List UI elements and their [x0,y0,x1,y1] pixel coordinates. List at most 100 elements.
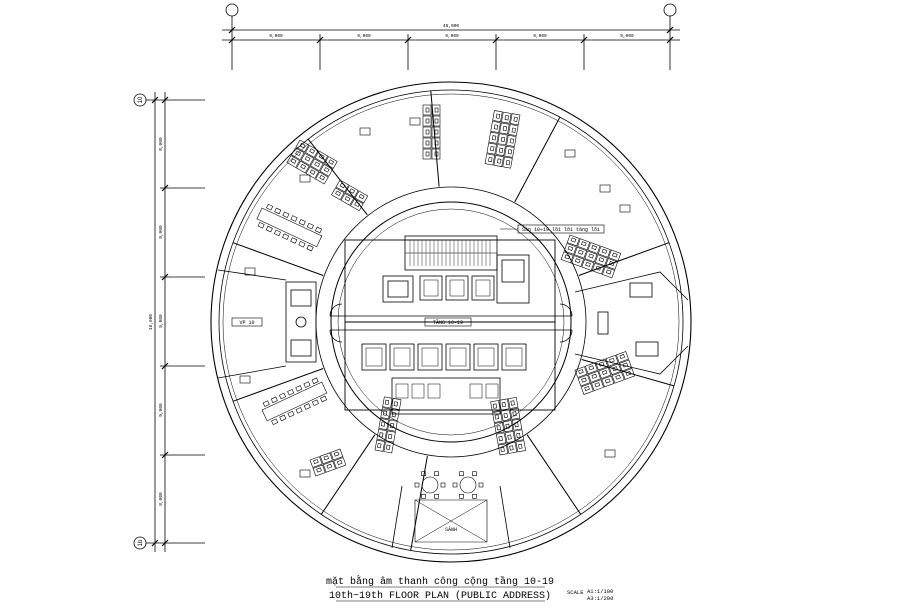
desk [571,255,584,267]
desk [319,452,333,465]
desk [486,142,497,155]
chair [591,373,598,379]
desk [504,431,516,443]
round-table [421,476,439,494]
chair [391,412,397,418]
chair [299,142,306,149]
elevator [501,343,527,371]
left-dim-1: 8,000 [158,137,164,151]
desk [501,111,512,124]
chair [323,455,330,461]
chair [504,115,509,121]
chair [303,381,311,388]
desk [595,358,609,371]
chair [585,261,591,267]
chair [472,493,477,499]
elevator [473,343,499,371]
wc-stall [485,383,499,399]
chair [434,129,439,135]
left-dim-2: 9,000 [158,225,164,239]
chair [502,126,508,132]
chair [488,156,493,163]
chair [594,382,601,388]
conference-table [256,203,323,252]
chair [344,196,351,202]
chair [584,386,590,391]
chair [386,444,391,450]
desk [604,449,616,458]
chair [318,153,325,160]
desk [244,267,256,276]
elevator-car [449,279,465,297]
elevator [417,343,443,371]
building-core [329,235,573,415]
desk [312,464,326,477]
chair [518,443,523,449]
chair [595,265,602,271]
chair [434,107,439,113]
left-dim-3: 9,000 [158,314,164,328]
title-english: 10th~19th FLOOR PLAN (PUBLIC ADDRESS) [329,590,551,602]
chair [309,169,316,175]
desk [497,133,508,146]
chair [500,136,506,142]
chair [328,159,335,165]
partition-walls [232,90,675,551]
desk [588,370,601,383]
chair [336,460,343,465]
axis-bubble-top-right [663,3,677,17]
office-furniture [239,104,636,499]
desk [490,120,501,133]
desk-cluster [309,448,347,477]
desk [560,251,574,264]
chair [505,160,511,166]
chair [501,401,506,408]
chair [459,471,464,477]
chair [282,211,290,218]
desk [511,418,523,431]
chair [591,245,597,251]
chair [498,436,503,442]
chair [496,425,501,431]
chair [358,193,365,200]
desk [495,144,506,157]
chair [588,253,594,259]
toilet-block [391,377,501,415]
chair [492,403,498,409]
conference-table [261,377,328,426]
chair [459,493,464,499]
wc-stall [395,383,409,399]
chair [257,221,265,229]
left-overall-dim: 46,000 [148,314,154,331]
chair [316,467,322,473]
chair [295,385,303,392]
east-alcove [574,271,689,375]
desk [508,396,519,409]
desk [601,375,615,388]
chair [425,129,430,135]
desk [422,115,432,127]
desk [315,171,329,185]
chair [319,174,326,181]
desk [422,104,432,116]
desk [380,407,391,420]
top-dim-4: 9,000 [533,33,547,39]
chair [509,138,515,144]
chair [498,147,504,153]
partition-wall [307,138,368,216]
partition-wall [578,242,670,276]
chair [380,421,386,427]
chair [262,400,270,407]
desk [335,179,350,193]
chair [290,158,297,164]
partition-wall [232,368,324,402]
left-dimension-group: 10 1b 46,000 8,000 9,000 9,000 9,000 8,0… [133,92,205,552]
desk [502,420,514,433]
chair [414,482,420,488]
desk [615,351,629,363]
desk [422,126,432,138]
desk [391,398,402,410]
elevator-car [477,347,495,367]
chair [564,254,571,260]
desk [286,155,301,168]
